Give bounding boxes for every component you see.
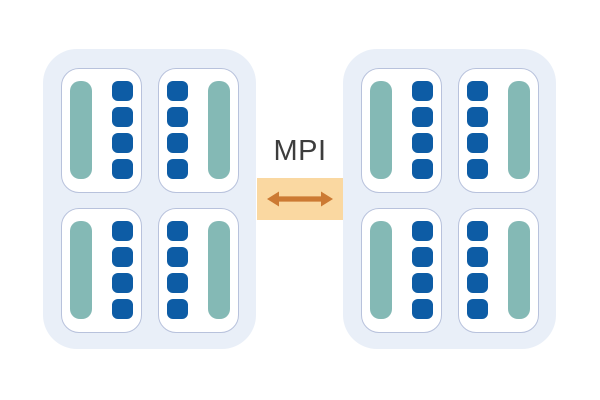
core-square (412, 247, 433, 267)
core-stack (467, 221, 488, 319)
core-square (467, 107, 488, 127)
core-square (412, 299, 433, 319)
memory-bar (370, 221, 392, 319)
core-square (112, 221, 133, 241)
cpu-socket (458, 68, 539, 193)
compute-node-right (343, 49, 556, 349)
core-stack (467, 81, 488, 179)
core-square (167, 159, 188, 179)
core-square (467, 81, 488, 101)
core-square (112, 107, 133, 127)
core-square (167, 133, 188, 153)
memory-bar (208, 81, 230, 179)
mpi-label: MPI (273, 135, 327, 167)
core-square (467, 273, 488, 293)
core-square (412, 221, 433, 241)
core-square (167, 221, 188, 241)
core-square (112, 133, 133, 153)
core-square (467, 299, 488, 319)
core-stack (112, 81, 133, 179)
cpu-socket (61, 208, 142, 333)
core-stack (167, 221, 188, 319)
core-square (167, 107, 188, 127)
cpu-socket (61, 68, 142, 193)
cpu-socket (158, 208, 239, 333)
core-square (412, 159, 433, 179)
core-square (112, 247, 133, 267)
memory-bar (370, 81, 392, 179)
core-square (167, 299, 188, 319)
core-stack (412, 81, 433, 179)
core-stack (412, 221, 433, 319)
core-square (112, 159, 133, 179)
core-square (112, 299, 133, 319)
core-square (467, 247, 488, 267)
cpu-socket (361, 68, 442, 193)
core-square (167, 81, 188, 101)
core-square (412, 81, 433, 101)
core-stack (112, 221, 133, 319)
core-square (412, 133, 433, 153)
cpu-socket (158, 68, 239, 193)
left-right-arrow-icon (266, 190, 334, 208)
core-square (167, 247, 188, 267)
core-stack (167, 81, 188, 179)
memory-bar (508, 221, 530, 319)
mpi-link (257, 178, 343, 220)
memory-bar (508, 81, 530, 179)
core-square (467, 133, 488, 153)
core-square (167, 273, 188, 293)
core-square (112, 81, 133, 101)
memory-bar (70, 221, 92, 319)
memory-bar (70, 81, 92, 179)
memory-bar (208, 221, 230, 319)
core-square (467, 159, 488, 179)
cpu-socket (361, 208, 442, 333)
core-square (467, 221, 488, 241)
core-square (412, 273, 433, 293)
core-square (112, 273, 133, 293)
compute-node-left (43, 49, 256, 349)
cpu-socket (458, 208, 539, 333)
core-square (412, 107, 433, 127)
